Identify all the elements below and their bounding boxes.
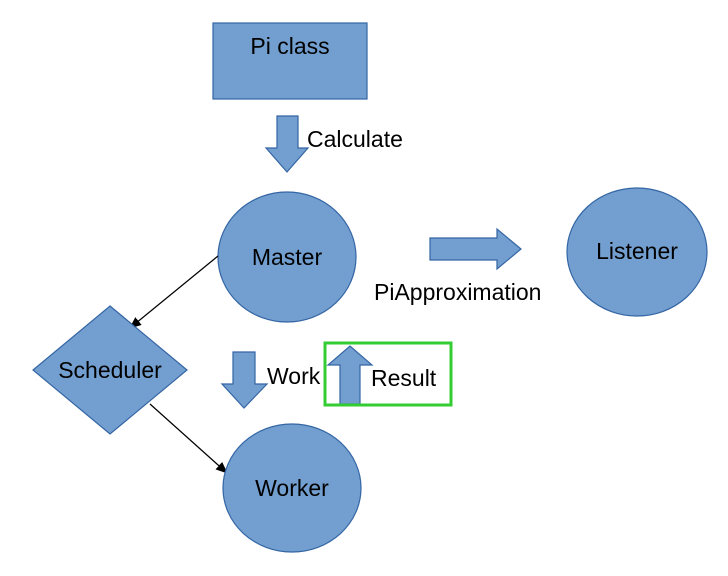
pi-approximation-arrow-icon: [429, 227, 522, 271]
work-label: Work: [267, 363, 321, 389]
result-edge: Result: [326, 345, 437, 405]
worker-label: Worker: [255, 475, 329, 501]
listener-circle: [566, 187, 708, 317]
listener-node[interactable]: Listener: [566, 187, 708, 317]
work-arrow-icon: [220, 351, 269, 409]
worker-node[interactable]: Worker: [222, 423, 362, 553]
pi-class-box: [212, 22, 368, 100]
result-highlight-box: [323, 341, 453, 407]
listener-label: Listener: [596, 238, 678, 264]
master-circle: [217, 191, 357, 323]
worker-circle: [222, 423, 362, 553]
result-label: Result: [371, 365, 437, 391]
scheduler-diamond: [32, 305, 188, 435]
scheduler-node[interactable]: Scheduler: [32, 305, 188, 435]
master-to-scheduler-connector: [129, 255, 219, 329]
result-arrow-icon: [326, 345, 374, 405]
scheduler-to-worker-connector: [149, 403, 228, 474]
pi-class-node[interactable]: Pi class: [212, 22, 368, 100]
calculate-edge: Calculate: [264, 115, 403, 173]
calculate-label: Calculate: [307, 126, 403, 152]
scheduler-label: Scheduler: [58, 357, 162, 383]
pi-approximation-edge: PiApproximation: [374, 227, 541, 305]
pi-class-label: Pi class: [250, 33, 329, 59]
master-label: Master: [252, 244, 323, 270]
pi-approximation-label: PiApproximation: [374, 279, 541, 305]
calculate-arrow-icon: [264, 115, 310, 173]
work-edge: Work: [220, 351, 321, 409]
master-node[interactable]: Master: [217, 191, 357, 323]
